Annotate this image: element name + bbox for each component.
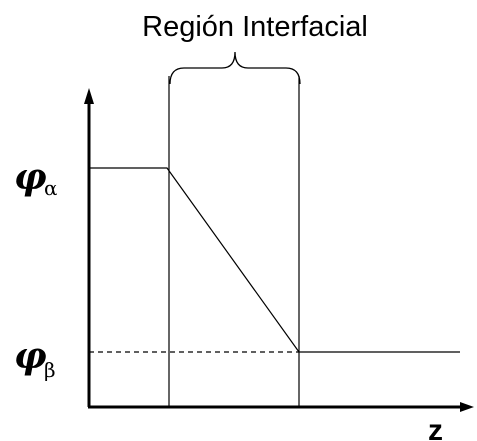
phi-beta-symbol: φ [14,335,47,377]
diagram-title: Región Interfacial [142,11,368,43]
phi-alpha-subscript: α [44,176,58,200]
phi-alpha-symbol: φ [14,156,47,198]
concentration-profile-line [89,167,460,353]
phi-beta-subscript: β [44,358,56,382]
y-axis-arrowhead [84,88,94,104]
interfacial-region-brace [169,51,301,85]
x-axis-arrowhead [460,402,474,412]
x-axis-label: z [428,414,443,441]
